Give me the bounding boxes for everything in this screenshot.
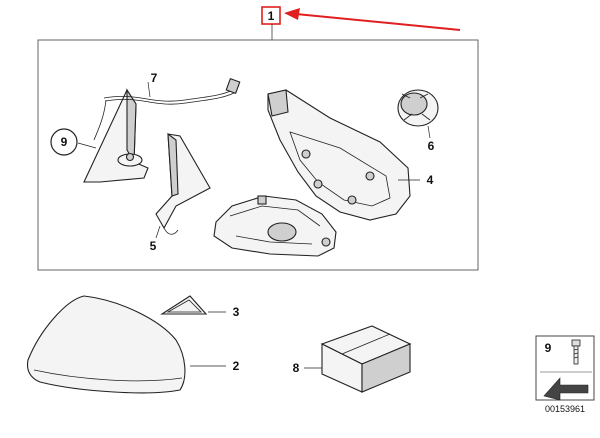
- assembly-callout-label: 1: [268, 9, 275, 23]
- part-actuator: 6: [397, 89, 439, 153]
- cable-wire: [103, 89, 234, 102]
- assembly-frame: [37, 39, 479, 271]
- glass-piece-callout-label: 3: [233, 305, 240, 319]
- red-arrow-icon: [284, 8, 300, 20]
- cable-leader-line: [147, 81, 151, 98]
- base-leader-line: [77, 142, 97, 149]
- part-glass-piece: 3: [160, 295, 240, 319]
- box-right-side: [361, 343, 411, 393]
- cable-callout-label: 7: [151, 71, 158, 85]
- carrier-clip-1: [301, 149, 311, 159]
- box-tape-line: [341, 333, 391, 355]
- carrier-clip-2: [365, 171, 375, 181]
- trim-cover-wire: [163, 227, 179, 235]
- screw-key-label: 9: [545, 341, 552, 355]
- carrier-inner-rim: [289, 131, 391, 207]
- trim-cover-leader-line: [155, 225, 161, 239]
- trim-cover-callout-label: 5: [150, 239, 157, 253]
- actuator-callout-label: 6: [428, 139, 435, 153]
- box-callout-label: 8: [293, 361, 300, 375]
- base-callout-label: 9: [61, 135, 68, 149]
- base-side: [126, 88, 137, 164]
- drive-pivot: [321, 237, 331, 247]
- part-cable: 7: [93, 71, 241, 141]
- actuator-ribs: [401, 93, 431, 121]
- screw-icon: [571, 339, 581, 365]
- carrier-top-edge: [267, 89, 289, 117]
- actuator-cap: [400, 92, 428, 116]
- part-base: 9: [50, 88, 149, 183]
- part-cover: 2: [26, 295, 240, 394]
- trim-cover-body: [155, 133, 211, 230]
- cover-body: [26, 295, 186, 394]
- cable-lower-wire: [93, 99, 107, 141]
- screw-key-box: 9 00153961: [535, 335, 595, 414]
- part-box: 8: [293, 325, 412, 393]
- assembly-callout: 1: [261, 6, 461, 40]
- red-arrow-shaft: [295, 13, 461, 31]
- part-drive-housing: [213, 195, 337, 257]
- cable-connector: [225, 77, 241, 95]
- assembly-callout-box: [261, 6, 281, 25]
- cover-edge-line: [33, 369, 183, 382]
- arrow-icon: [540, 371, 592, 401]
- trim-cover-edge: [167, 132, 179, 197]
- base-body: [83, 88, 149, 183]
- base-callout-circle: [50, 128, 78, 156]
- base-screw-hole: [125, 152, 135, 162]
- catalog-number: 00153961: [545, 404, 585, 414]
- actuator-leader-line: [427, 125, 431, 139]
- part-carrier: 4: [267, 89, 434, 221]
- part-trim-cover: 5: [150, 132, 211, 253]
- carrier-body: [267, 89, 411, 221]
- carrier-clip-3: [347, 195, 357, 205]
- drive-housing-ridge: [229, 205, 321, 227]
- drive-housing-ridge-2: [235, 235, 313, 245]
- drive-motor: [267, 222, 297, 242]
- glass-piece-inner: [166, 299, 202, 313]
- carrier-clip-4: [313, 179, 323, 189]
- carrier-callout-label: 4: [427, 173, 434, 187]
- cable-wire-2: [105, 92, 235, 105]
- drive-clip: [257, 195, 267, 205]
- cover-callout-label: 2: [233, 359, 240, 373]
